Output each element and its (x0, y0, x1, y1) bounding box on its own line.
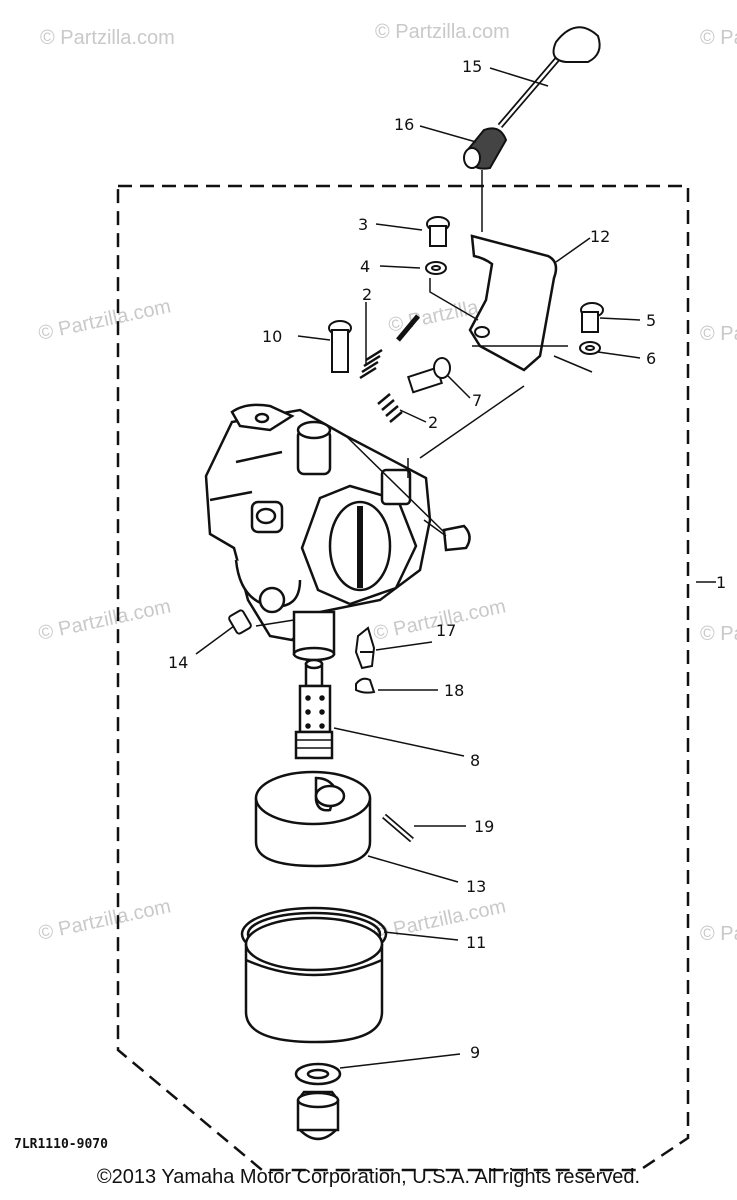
assembly-boundary (116, 184, 690, 1172)
callout-10: 10 (262, 327, 282, 346)
callout-9: 9 (470, 1043, 480, 1062)
screw-part-5 (580, 302, 604, 333)
float-part-13 (254, 770, 372, 868)
callout-13: 13 (466, 877, 486, 896)
callout-7: 7 (472, 391, 482, 410)
plug-part-14 (228, 609, 252, 635)
pilot-screw-part-10 (328, 320, 352, 373)
callout-4: 4 (360, 257, 370, 276)
carburetor-body (204, 403, 471, 662)
callout-6: 6 (646, 349, 656, 368)
throttle-stop-screw-part-7 (407, 357, 451, 394)
watermark: © Partzilla.com (700, 27, 737, 49)
callout-5: 5 (646, 311, 656, 330)
callout-2: 2 (362, 285, 372, 304)
watermark: © Partzilla.com (700, 923, 737, 945)
drain-screw (296, 1090, 340, 1141)
callout-17: 17 (436, 621, 456, 640)
callout-18: 18 (444, 681, 464, 700)
callout-15: 15 (462, 57, 482, 76)
washer-part-6 (579, 341, 601, 355)
callout-8: 8 (470, 751, 480, 770)
needle-valve-part-17 (354, 626, 376, 670)
watermark: © Partzilla.com (36, 595, 172, 645)
leader-lines (195, 67, 716, 1069)
watermark: © Partzilla.com (700, 323, 737, 345)
spring-part-2 (359, 314, 420, 380)
callouts: 1 2 2 3 4 5 6 7 8 9 10 11 12 13 14 15 16… (168, 57, 726, 1062)
callout-12: 12 (590, 227, 610, 246)
clip-part-18 (355, 677, 376, 694)
choke-knob-part-15 (497, 26, 601, 128)
watermark: © Partzilla.com (375, 21, 510, 43)
plate-hole (474, 326, 490, 338)
callout-19: 19 (474, 817, 494, 836)
callout-11: 11 (466, 933, 486, 952)
watermark: © Partzilla.com (36, 895, 172, 945)
watermark: © Partzilla.com (40, 27, 175, 49)
callout-2: 2 (428, 413, 438, 432)
copyright-notice: ©2013 Yamaha Motor Corporation, U.S.A. A… (96, 1166, 641, 1188)
callout-1: 1 (716, 573, 726, 592)
main-nozzle-part-8 (294, 658, 334, 760)
screw-part-3 (426, 216, 450, 247)
spring-part-2b (377, 393, 403, 423)
callout-3: 3 (358, 215, 368, 234)
grommet-part-16 (463, 127, 508, 170)
watermark: © Partzilla.com (36, 295, 172, 345)
callout-16: 16 (394, 115, 414, 134)
callout-14: 14 (168, 653, 188, 672)
diagram-reference-code: 7LR1110-9070 (14, 1137, 108, 1152)
float-bowl (244, 916, 384, 1044)
watermark: © Partzilla.com (700, 623, 737, 645)
washer-part-9 (294, 1062, 342, 1086)
washer-part-4 (425, 261, 447, 275)
